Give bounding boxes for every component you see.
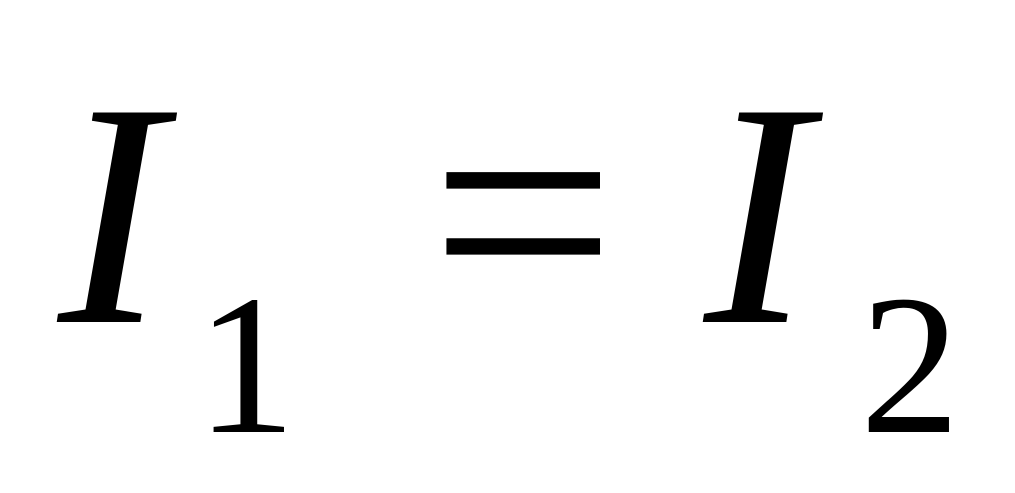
lhs-subscript: 1	[196, 255, 296, 476]
rhs-subscript: 2	[860, 255, 960, 476]
lhs-variable: I	[58, 38, 165, 392]
equals-sign: =	[430, 30, 617, 395]
rhs-variable: I	[704, 38, 811, 392]
